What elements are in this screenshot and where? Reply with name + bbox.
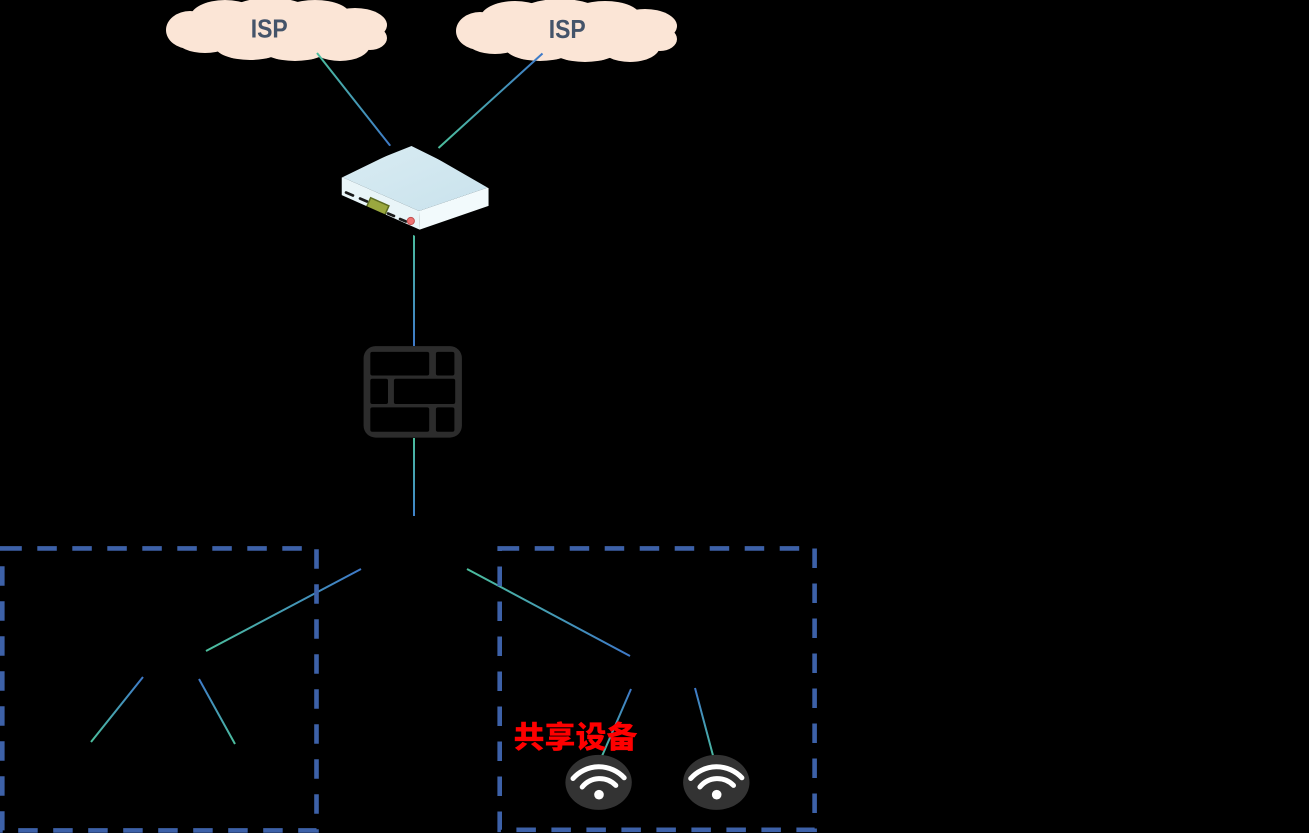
svg-text:ISP: ISP: [251, 14, 288, 44]
svg-text:ISP: ISP: [549, 14, 586, 44]
